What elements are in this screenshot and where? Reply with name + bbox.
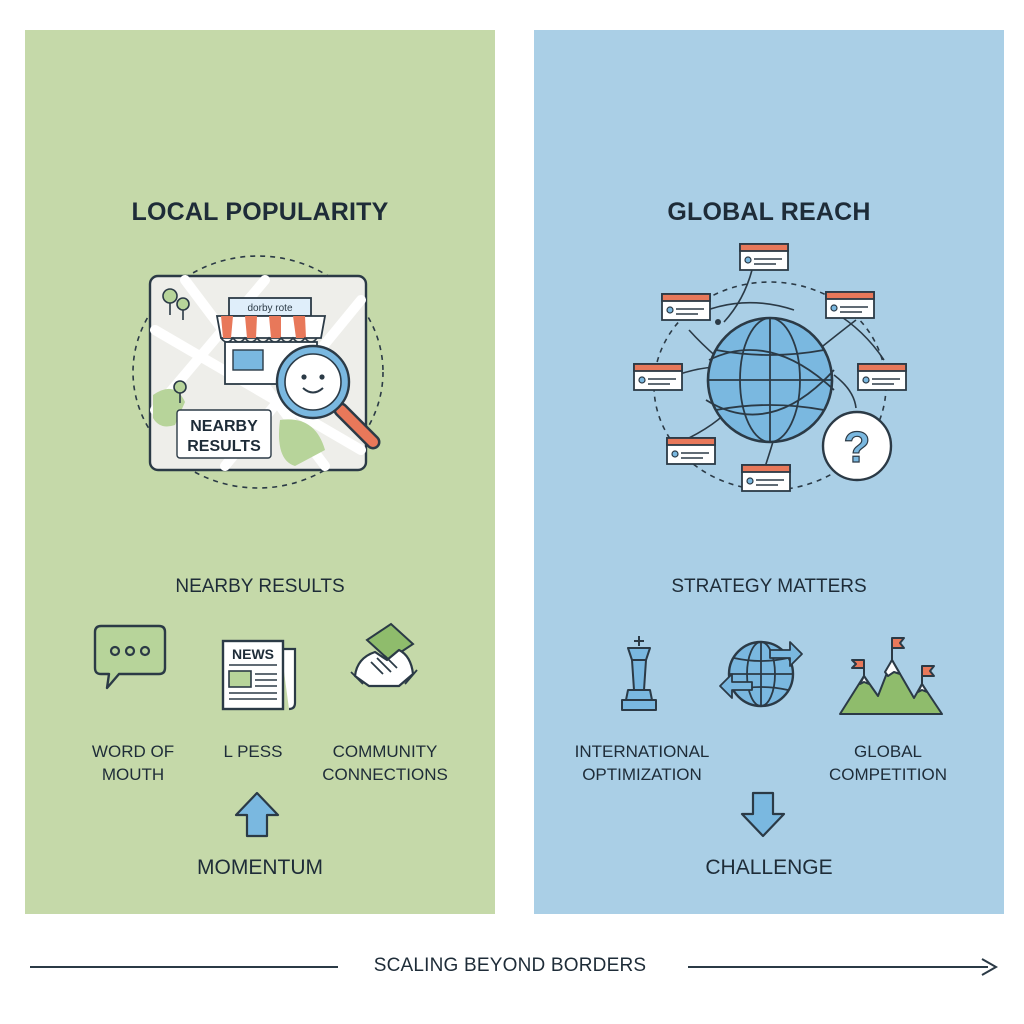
handshake-icon [350, 622, 418, 688]
press-label: L PESS [223, 742, 283, 761]
community-connections-label: COMMUNITY CONNECTIONS [322, 742, 448, 784]
word-of-mouth-label: WORD OF MOUTH [91, 742, 175, 784]
footer-arrowhead-icon [981, 958, 999, 976]
scaling-beyond-borders-label: SCALING BEYOND BORDERS [373, 955, 647, 976]
global-competition-label: GLOBAL COMPETITION [828, 742, 948, 784]
strategy-matters-subtitle: STRATEGY MATTERS [671, 576, 867, 597]
chess-king-icon [621, 636, 657, 711]
up-arrow-icon [234, 791, 280, 838]
newspaper-icon: NEWS [221, 639, 297, 711]
footer-line-right [688, 966, 988, 968]
svg-text:?: ? [844, 423, 871, 472]
magnifying-glass-icon [275, 344, 381, 450]
news-badge-text: NEWS [232, 646, 274, 662]
mountain-flags-icon [839, 637, 943, 715]
nearby-badge-line-1: NEARBY [190, 418, 258, 435]
location-card-icon [633, 243, 907, 492]
momentum-label: MOMENTUM [197, 856, 323, 879]
speech-bubble-icon [93, 624, 167, 690]
nearby-badge-line-2: RESULTS [187, 438, 261, 455]
local-popularity-panel: LOCAL POPULARITY dorby rote [25, 30, 495, 914]
local-popularity-title: LOCAL POPULARITY [131, 198, 389, 226]
question-mark-icon: ? [821, 410, 893, 482]
global-reach-title: GLOBAL REACH [667, 198, 871, 226]
store-sign-text: dorby rote [247, 303, 292, 314]
global-reach-panel: GLOBAL REACH [534, 30, 1004, 914]
globe-arrows-icon [719, 640, 803, 708]
tree-icon [162, 288, 190, 403]
global-network-illustration: ? [633, 243, 907, 492]
international-optimization-label: INTERNATIONAL OPTIMIZATION [574, 742, 710, 784]
down-arrow-icon [740, 791, 786, 838]
nearby-results-badge [176, 409, 272, 459]
globe-icon [705, 316, 835, 444]
nearby-results-subtitle: NEARBY RESULTS [175, 576, 345, 597]
local-map-illustration: dorby rote NEARBY RESULTS [132, 255, 384, 489]
challenge-label: CHALLENGE [705, 856, 833, 879]
footer-line-left [30, 966, 338, 968]
